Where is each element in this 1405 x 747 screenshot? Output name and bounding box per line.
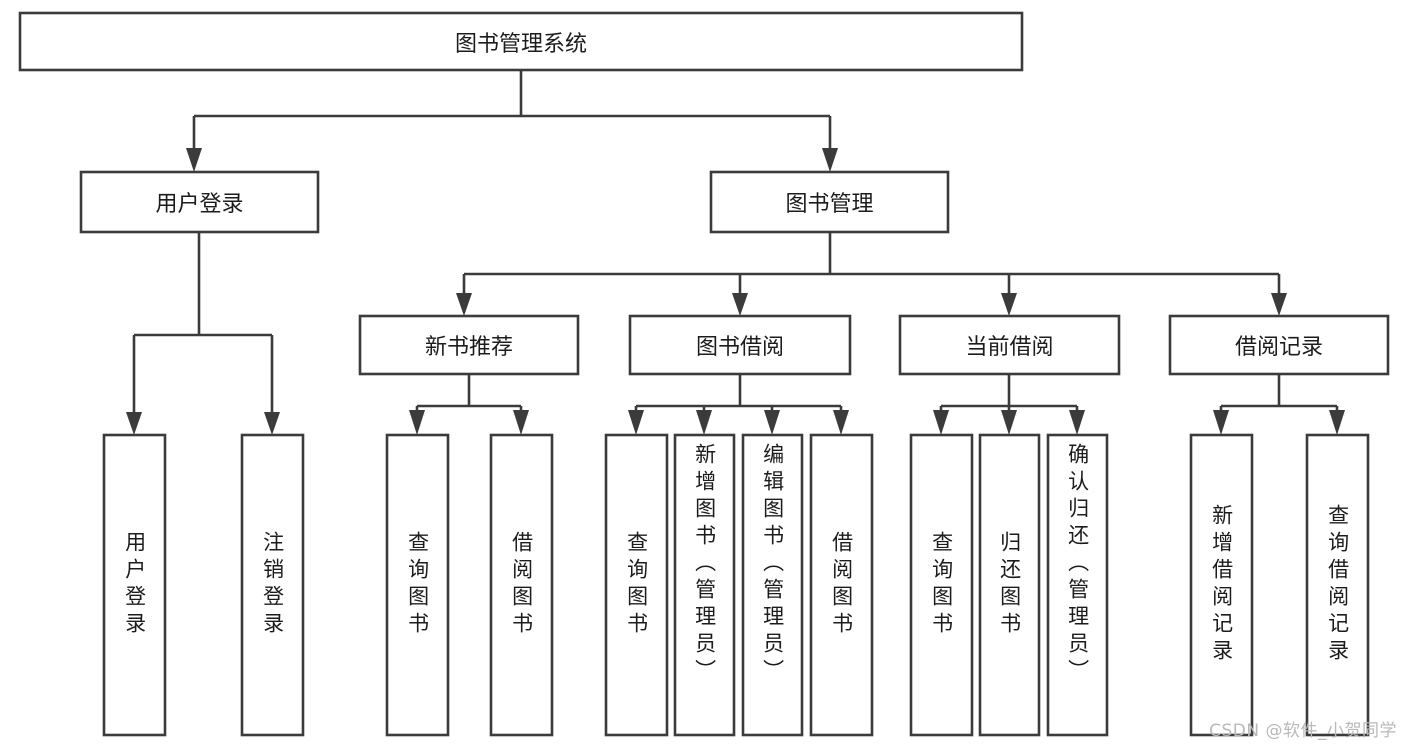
leaf-current-borrow-2[interactable] xyxy=(1046,433,1109,737)
node-new-book-recommend[interactable] xyxy=(358,314,580,376)
arrow-head-icon xyxy=(186,148,202,172)
arrow-head-icon xyxy=(1271,293,1287,316)
node-book-management[interactable] xyxy=(709,170,950,234)
arrow-head-icon xyxy=(1213,410,1229,435)
arrow-head-icon xyxy=(696,410,712,435)
arrow-head-icon xyxy=(513,410,529,435)
leaf-new-book-0[interactable] xyxy=(385,433,450,737)
arrow-head-icon xyxy=(732,293,748,316)
arrow-head-icon xyxy=(264,412,280,435)
arrow-head-icon xyxy=(1069,410,1085,435)
arrow-head-icon xyxy=(456,293,472,316)
node-borrow-record[interactable] xyxy=(1168,314,1390,376)
connector-borrowrecord-to-leaves xyxy=(1213,374,1345,435)
leaf-user-login-1[interactable] xyxy=(240,433,305,737)
connector-currentborrow-to-leaves xyxy=(933,374,1085,435)
connector-root-to-level2 xyxy=(186,70,838,172)
leaf-book-borrow-0[interactable] xyxy=(604,433,669,737)
arrow-head-icon xyxy=(126,412,142,435)
leaf-new-book-1[interactable] xyxy=(489,433,554,737)
watermark-text: CSDN @软件_小贺同学 xyxy=(1209,721,1397,741)
arrow-head-icon xyxy=(1001,293,1017,316)
leaf-current-borrow-1[interactable] xyxy=(978,433,1041,737)
arrow-head-icon xyxy=(1001,410,1017,435)
arrow-head-icon xyxy=(1329,410,1345,435)
arrow-head-icon xyxy=(409,410,425,435)
arrow-head-icon xyxy=(764,410,780,435)
connector-bookmgmt-to-level3 xyxy=(456,232,1287,316)
leaf-book-borrow-2[interactable] xyxy=(741,433,804,737)
arrow-head-icon xyxy=(822,148,838,172)
connector-userlogin-to-leaves xyxy=(126,232,280,435)
leaf-borrow-record-0[interactable] xyxy=(1189,433,1254,737)
node-current-borrow[interactable] xyxy=(898,314,1121,376)
node-book-borrow[interactable] xyxy=(628,314,852,376)
leaf-user-login-0[interactable] xyxy=(102,433,167,737)
leaf-book-borrow-3[interactable] xyxy=(809,433,874,737)
arrow-head-icon xyxy=(933,410,949,435)
leaf-current-borrow-0[interactable] xyxy=(909,433,974,737)
connector-bookborrow-to-leaves xyxy=(628,374,849,435)
leaf-book-borrow-1[interactable] xyxy=(673,433,736,737)
node-user-login[interactable] xyxy=(79,170,320,234)
arrow-head-icon xyxy=(628,410,644,435)
arrow-head-icon xyxy=(833,410,849,435)
leaf-borrow-record-1[interactable] xyxy=(1305,433,1370,737)
node-root[interactable] xyxy=(18,11,1024,72)
connector-newbook-to-leaves xyxy=(409,374,529,435)
